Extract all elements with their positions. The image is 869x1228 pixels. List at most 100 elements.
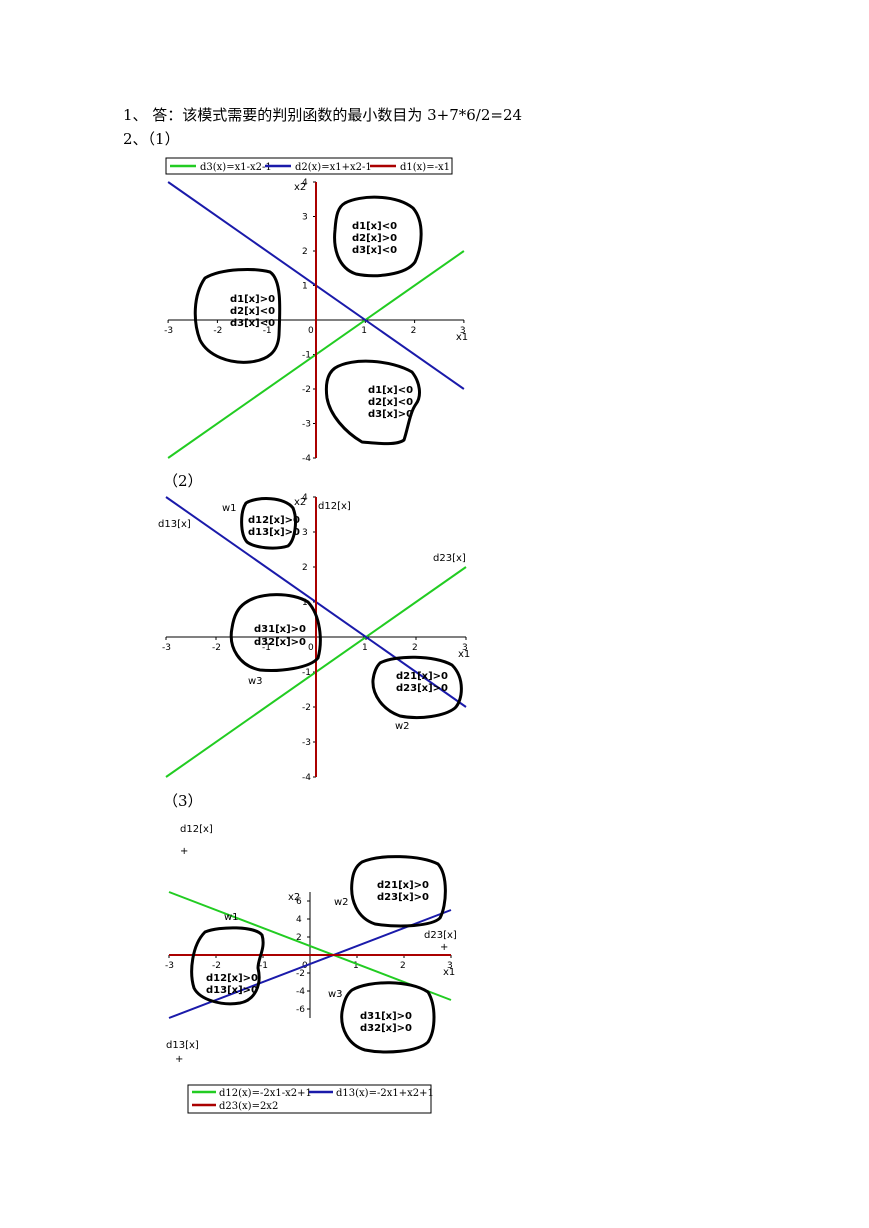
- chart-1-y-tick-4: 1: [302, 282, 308, 292]
- chart-1-region-2-outline: [193, 268, 282, 364]
- chart-3-y-tick-4: 4: [296, 915, 302, 925]
- chart-1-region-1-line-3: d3[x]<0: [352, 245, 397, 256]
- answer-1-text: 1、 答：该模式需要的判别函数的最小数目为 3+7*6/2=24: [123, 106, 523, 124]
- chart-1-y-tick-3: -1: [302, 351, 311, 361]
- chart-2-x-tick-6: 3: [462, 643, 468, 653]
- chart-2-x-tick-0: -3: [162, 643, 171, 653]
- chart-3-region-w1-line-1: d12[x]>0: [206, 973, 258, 984]
- chart-3-region-w1-outline: [190, 926, 265, 1006]
- chart-2-region-w1-line-2: d13[x]>0: [248, 527, 300, 538]
- chart-3-region-w3-line-1: d31[x]>0: [360, 1011, 412, 1022]
- chart-1-region-1-outline: [333, 195, 423, 278]
- chart-1-legend-box: [165, 157, 453, 175]
- chart-2-region-w1-class: w1: [222, 503, 237, 514]
- chart-1-x-tick-5: 2: [411, 326, 417, 336]
- chart-3-region-w2-line-1: d21[x]>0: [377, 880, 429, 891]
- chart-1-y-tick-6: 3: [302, 213, 308, 223]
- chart-3-region-w2-line-2: d23[x]>0: [377, 892, 429, 903]
- chart-3-series-line-2: [168, 909, 452, 1019]
- subpart-2-label: （2）: [163, 472, 203, 490]
- chart-2-y-tick-2: -2: [302, 703, 311, 713]
- chart-1-region-2-line-2: d2[x]<0: [230, 306, 275, 317]
- chart-2-region-w2-line-1: d21[x]>0: [396, 671, 448, 682]
- chart-2-x-axis-label: x1: [458, 649, 470, 660]
- chart-1-x-tick-6: 3: [460, 326, 466, 336]
- chart-1-y-tick-1: -3: [302, 420, 311, 430]
- chart-2-y-tick-5: 2: [302, 563, 308, 573]
- chart-1-x-tick-1: -2: [213, 326, 222, 336]
- chart-3-legend-entry-3: d23(x)=2x2: [219, 1101, 278, 1112]
- chart-2-x-tick-5: 2: [412, 643, 418, 653]
- chart-1-legend-entry-3: d1(x)=-x1: [400, 162, 450, 173]
- chart-2-y-tick-7: 4: [302, 493, 308, 503]
- chart-2-y-tick-3: -1: [302, 668, 311, 678]
- chart-1-x-tick-4: 1: [361, 326, 367, 336]
- chart-2-line-label-d13: d13[x]: [158, 519, 191, 530]
- chart-3-line-label-d13: d13[x]: [166, 1040, 199, 1051]
- chart-1-region-3-outline: [324, 359, 421, 446]
- chart-3-region-w1-class: w1: [224, 912, 239, 923]
- chart-1-region-3-line-1: d1[x]<0: [368, 385, 413, 396]
- chart-3-region-w2-outline: [350, 855, 447, 928]
- chart-2-line-label-d23: d23[x]: [433, 553, 466, 564]
- chart-3-region-w1-line-2: d13[x]>0: [206, 985, 258, 996]
- chart-3-x-tick-5: 2: [400, 961, 406, 971]
- chart-1-legend-entry-1: d3(x)=x1-x2-1: [200, 162, 272, 173]
- chart-2-x-tick-2: -1: [262, 643, 271, 653]
- chart-1-x-tick-3: 0: [308, 326, 314, 336]
- chart-2-region-w2-line-2: d23[x]>0: [396, 683, 448, 694]
- chart-3-line-label-d12: d12[x]: [180, 824, 213, 835]
- chart-3-region-w3-outline: [340, 981, 436, 1054]
- chart-3-region-w2-class: w2: [334, 897, 349, 908]
- chart-2-region-w3-outline: [229, 593, 322, 672]
- chart-3-series-line-1: [168, 891, 452, 1001]
- chart-1-y-tick-5: 2: [302, 247, 308, 257]
- chart-3-y-tick-0: -6: [296, 1005, 305, 1015]
- chart-3-region-w3-class: w3: [328, 989, 343, 1000]
- chart-2-x-tick-3: 0: [308, 643, 314, 653]
- chart-3-x-tick-4: 1: [353, 961, 359, 971]
- chart-2-y-tick-1: -3: [302, 738, 311, 748]
- chart-1-region-1-line-1: d1[x]<0: [352, 221, 397, 232]
- chart-3-x-tick-6: 3: [447, 961, 453, 971]
- chart-2-region-w3-class: w3: [248, 676, 263, 687]
- chart-2-y-tick-6: 3: [302, 528, 308, 538]
- chart-1-x-axis-label: x1: [456, 332, 468, 343]
- chart-1-x-tick-2: -1: [263, 326, 272, 336]
- chart-3-region-w3-line-2: d32[x]>0: [360, 1023, 412, 1034]
- chart-3-x-axis-label: x1: [443, 967, 455, 978]
- chart-3-marker-d13: +: [175, 1054, 183, 1065]
- chart-3-marker-d12: +: [180, 846, 188, 857]
- chart-2-region-w2-class: w2: [395, 721, 410, 732]
- chart-1-legend-entry-2: d2(x)=x1+x2-1: [295, 162, 372, 173]
- chart-3-legend-entry-2: d13(x)=-2x1+x2+1: [336, 1088, 434, 1099]
- chart-2-region-w3-line-1: d31[x]>0: [254, 624, 306, 635]
- chart-2-region-w2-outline: [371, 655, 463, 720]
- chart-3-y-tick-5: 6: [296, 897, 302, 907]
- chart-2-x-tick-1: -2: [212, 643, 221, 653]
- chart-3-line-label-d23: d23[x]: [424, 930, 457, 941]
- chart-2-y-tick-0: -4: [302, 773, 311, 783]
- chart-3-marker-d23: +: [440, 942, 448, 953]
- chart-1-y-tick-0: -4: [302, 454, 311, 464]
- chart-2-x-tick-4: 1: [362, 643, 368, 653]
- chart-2-region-w1-outline: [240, 497, 297, 550]
- chart-3-y-tick-2: -2: [296, 969, 305, 979]
- chart-3-x-tick-1: -2: [212, 961, 221, 971]
- subpart-3-label: （3）: [163, 792, 203, 810]
- chart-2: -3 -2 -1 0 1 2 3 -4 -3 -2 -1 1 2 3 4 x1 x2 d12[x] d13[x]…: [158, 493, 470, 783]
- chart-2-y-axis-label: x2: [294, 497, 306, 508]
- chart-1-region-2-line-1: d1[x]>0: [230, 294, 275, 305]
- chart-2-region-w3-line-2: d32[x]>0: [254, 637, 306, 648]
- chart-3-legend-entry-1: d12(x)=-2x1-x2+1: [219, 1088, 312, 1099]
- chart-1-region-2-line-3: d3[x]<0: [230, 318, 275, 329]
- chart-2-y-tick-4: 1: [302, 598, 308, 608]
- chart-1-y-tick-7: 4: [302, 178, 308, 188]
- chart-1-region-1-line-2: d2[x]>0: [352, 233, 397, 244]
- chart-3-legend-box: [187, 1084, 432, 1114]
- chart-1-region-3-line-2: d2[x]<0: [368, 397, 413, 408]
- chart-1-y-axis-label: x2: [294, 182, 306, 193]
- chart-2-line-label-d12: d12[x]: [318, 501, 351, 512]
